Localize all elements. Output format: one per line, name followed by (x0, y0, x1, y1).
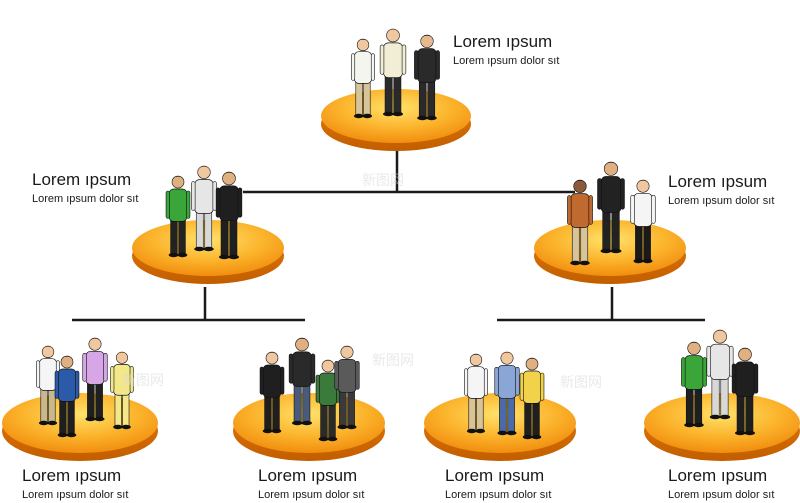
person-figure (519, 357, 545, 440)
watermark: 新图网 (122, 372, 164, 388)
person-figure (630, 179, 656, 264)
node-title: Lorem ıpsum (22, 466, 122, 485)
node-title: Lorem ıpsum (258, 466, 358, 485)
node-subtitle: Lorem ıpsum dolor sıt (22, 489, 129, 501)
node-subtitle: Lorem ıpsum dolor sıt (32, 193, 139, 205)
watermark: 新图网 (362, 172, 404, 188)
node-label-mid-right: Lorem ıpsum Lorem ıpsum dolor sıt (668, 172, 774, 208)
node-label-bottom-3: Lorem ıpsum Lorem ıpsum dolor sıt (445, 466, 551, 502)
node-title: Lorem ıpsum (668, 466, 768, 485)
node-label-mid-left: Lorem ıpsum Lorem ıpsum dolor sıt (32, 170, 138, 206)
node-title: Lorem ıpsum (453, 32, 553, 51)
person-figure (36, 345, 60, 426)
platform-bottom-4 (644, 393, 800, 461)
person-figure (191, 165, 217, 252)
node-label-top: Lorem ıpsum Lorem ıpsum dolor sıt (453, 32, 559, 68)
node-subtitle: Lorem ıpsum dolor sıt (668, 489, 775, 501)
node-subtitle: Lorem ıpsum dolor sıt (258, 489, 365, 501)
person-figure (494, 351, 520, 436)
person-figure (379, 28, 407, 117)
person-figure (334, 345, 360, 430)
person-figure (215, 171, 243, 260)
people-groups (36, 28, 759, 442)
watermark: 新图网 (560, 374, 602, 390)
person-figure (567, 179, 593, 266)
watermark: 新图网 (372, 352, 414, 368)
node-subtitle: Lorem ıpsum dolor sıt (445, 489, 552, 501)
person-figure (54, 355, 80, 438)
person-figure (597, 161, 625, 254)
node-subtitle: Lorem ıpsum dolor sıt (453, 55, 560, 67)
node-title: Lorem ıpsum (445, 466, 545, 485)
node-label-bottom-4: Lorem ıpsum Lorem ıpsum dolor sıt (668, 466, 774, 502)
person-figure (464, 353, 488, 434)
node-title: Lorem ıpsum (668, 172, 768, 191)
person-figure (681, 341, 707, 428)
node-label-bottom-1: Lorem ıpsum Lorem ıpsum dolor sıt (22, 466, 128, 502)
platform-bottom-1 (2, 393, 158, 461)
person-figure (414, 34, 440, 121)
person-figure (110, 351, 134, 430)
person-figure (731, 347, 759, 436)
person-figure (259, 351, 285, 434)
node-title: Lorem ıpsum (32, 170, 132, 189)
person-figure (82, 337, 108, 422)
person-figure (288, 337, 316, 426)
person-figure (706, 329, 734, 420)
connectors (72, 148, 705, 322)
person-figure (165, 175, 191, 258)
node-subtitle: Lorem ıpsum dolor sıt (668, 195, 775, 207)
node-label-bottom-2: Lorem ıpsum Lorem ıpsum dolor sıt (258, 466, 364, 502)
person-figure (351, 38, 375, 119)
